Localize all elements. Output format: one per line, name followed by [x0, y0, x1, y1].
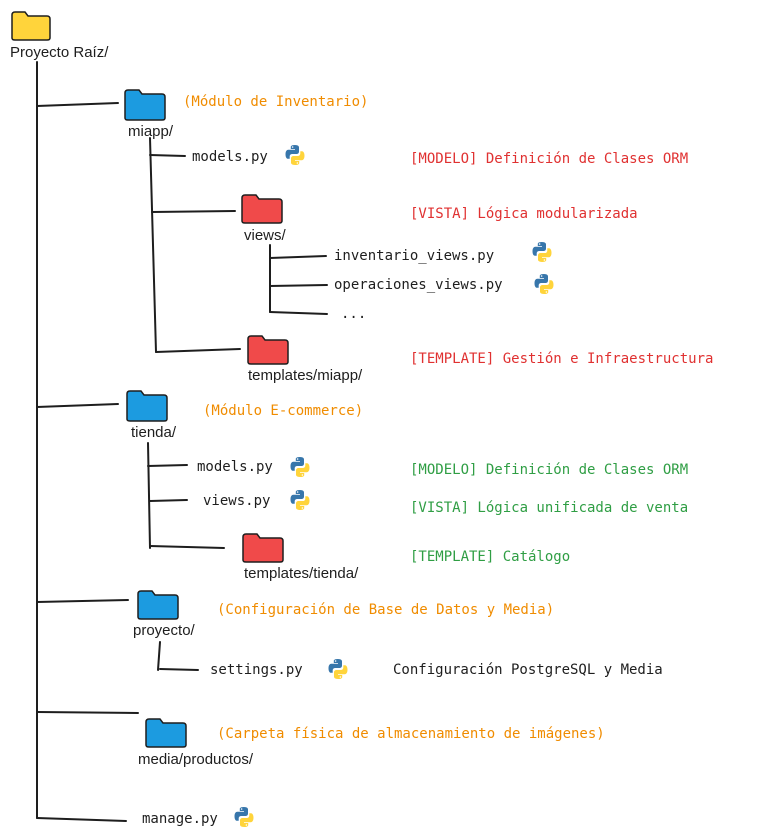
miapp-folder-icon	[124, 89, 166, 121]
python-icon	[289, 456, 311, 483]
miapp-models-note: [MODELO] Definición de Clases ORM	[410, 151, 689, 167]
miapp-trunk-line	[149, 137, 157, 353]
tienda-note: (Módulo E-commerce)	[203, 403, 364, 419]
tienda-templates-label[interactable]: templates/tienda/	[244, 565, 359, 582]
tienda-views-note: [VISTA] Lógica unificada de venta	[410, 500, 689, 516]
miapp-templates-folder-icon	[247, 335, 289, 365]
branch-miapp-models	[149, 154, 186, 157]
miapp-templates-note: [TEMPLATE] Gestión e Infraestructura	[410, 351, 714, 367]
proyecto-note: (Configuración de Base de Datos y Media)	[217, 602, 555, 618]
python-icon	[284, 144, 306, 171]
branch-views-more	[269, 311, 328, 315]
python-icon	[327, 658, 349, 685]
settings-note: Configuración PostgreSQL y Media	[393, 662, 663, 678]
tienda-folder-label[interactable]: tienda/	[131, 424, 177, 441]
python-icon	[533, 273, 555, 300]
tienda-templates-folder-icon	[242, 533, 284, 563]
python-icon	[289, 489, 311, 516]
branch-inventario-views	[269, 255, 327, 259]
miapp-note: (Módulo de Inventario)	[183, 94, 369, 110]
root-folder-label[interactable]: Proyecto Raíz/	[10, 44, 109, 61]
branch-tienda-templates	[149, 545, 225, 549]
tienda-models-file[interactable]: models.py	[197, 459, 273, 475]
branch-proyecto	[36, 599, 129, 603]
miapp-models-file[interactable]: models.py	[192, 149, 268, 165]
branch-tienda	[36, 403, 119, 408]
tienda-templates-note: [TEMPLATE] Catálogo	[410, 549, 571, 565]
branch-tienda-views	[149, 499, 188, 502]
branch-settings	[159, 668, 199, 671]
root-folder-icon	[11, 11, 51, 41]
branch-miapp-templates	[155, 348, 241, 353]
manage-file[interactable]: manage.py	[142, 811, 218, 827]
tienda-folder-icon	[126, 390, 168, 422]
branch-miapp	[36, 102, 119, 107]
miapp-folder-label[interactable]: miapp/	[128, 123, 174, 140]
proyecto-trunk-line	[157, 641, 161, 671]
media-folder-label[interactable]: media/productos/	[138, 751, 254, 768]
views-folder-icon	[241, 194, 283, 224]
media-folder-icon	[145, 718, 187, 748]
operaciones-views-file[interactable]: operaciones_views.py	[334, 277, 503, 293]
media-note: (Carpeta física de almacenamiento de imá…	[217, 726, 605, 742]
settings-file[interactable]: settings.py	[210, 662, 303, 678]
tienda-views-file[interactable]: views.py	[203, 493, 271, 509]
miapp-templates-label[interactable]: templates/miapp/	[248, 367, 363, 384]
tienda-models-note: [MODELO] Definición de Clases ORM	[410, 462, 689, 478]
branch-tienda-models	[147, 464, 188, 467]
branch-manage	[36, 817, 127, 822]
views-more-ellipsis: ...	[341, 306, 367, 322]
proyecto-folder-label[interactable]: proyecto/	[133, 622, 195, 639]
branch-media	[36, 711, 139, 714]
views-folder-label[interactable]: views/	[244, 227, 286, 244]
branch-operaciones-views	[269, 284, 328, 287]
branch-miapp-views	[151, 210, 236, 213]
tienda-trunk-line	[147, 442, 151, 549]
miapp-views-note: [VISTA] Lógica modularizada	[410, 206, 638, 222]
python-icon	[233, 806, 255, 833]
python-icon	[531, 241, 553, 268]
inventario-views-file[interactable]: inventario_views.py	[334, 248, 495, 264]
proyecto-folder-icon	[137, 590, 179, 620]
